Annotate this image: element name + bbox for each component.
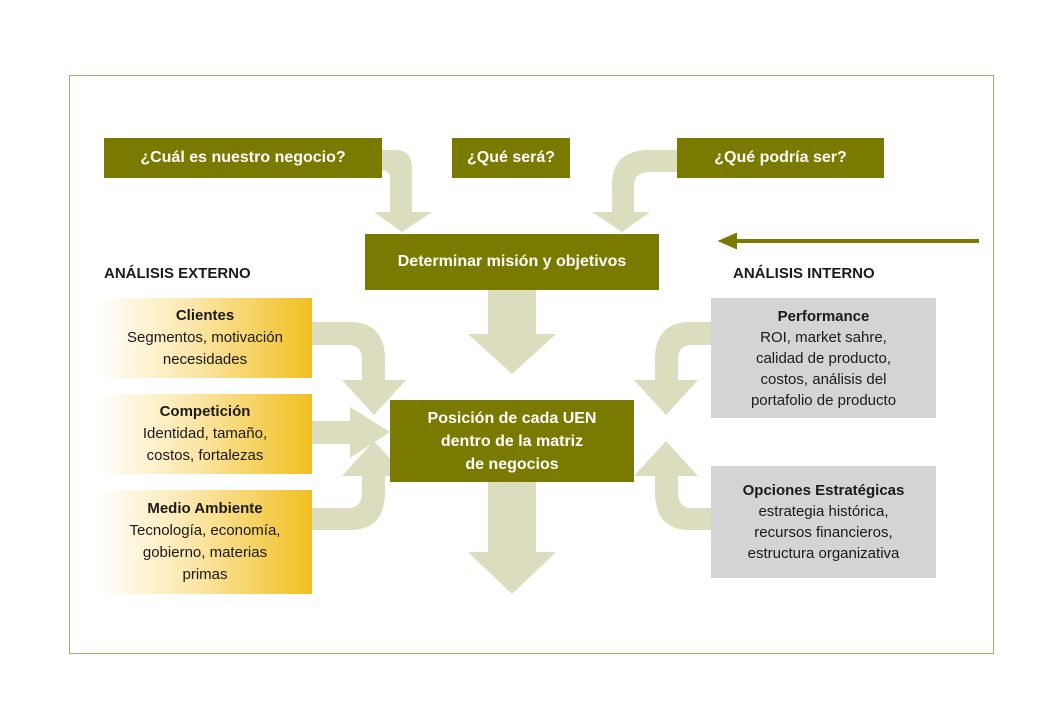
position-line-2: dentro de la matriz xyxy=(440,432,584,450)
arrow-question-to-mission-left xyxy=(374,150,432,232)
position-box: Posición de cada UEN dentro de la matriz… xyxy=(390,400,634,482)
arrow-opciones-to-position xyxy=(634,441,711,530)
arrow-competicion-to-position xyxy=(312,407,390,458)
internal-item-line: ROI, market sahre, xyxy=(760,328,887,346)
feedback-arrow xyxy=(717,232,979,250)
external-item-medio-ambiente: Medio Ambiente Tecnología, economía, gob… xyxy=(98,490,312,594)
external-item-line: Segmentos, motivación xyxy=(127,329,283,346)
external-item-title: Clientes xyxy=(175,307,235,324)
internal-item-line: recursos financieros, xyxy=(754,524,893,541)
external-item-title: Competición xyxy=(159,403,251,420)
arrow-medio-ambiente-to-position xyxy=(312,441,406,530)
internal-item-line: estructura organizativa xyxy=(747,545,900,562)
internal-item-title: Opciones Estratégicas xyxy=(742,482,905,499)
arrow-mission-to-position xyxy=(468,290,556,374)
question-what-will-be: ¿Qué será? xyxy=(452,138,570,178)
internal-item-title: Performance xyxy=(777,307,870,325)
internal-item-line: portafolio de producto xyxy=(750,391,897,409)
mission-box-text: Determinar misión y objetivos xyxy=(397,253,627,270)
diagram-frame xyxy=(69,75,994,654)
external-item-line: costos, fortalezas xyxy=(146,447,264,464)
external-item-line: gobierno, materias xyxy=(142,544,268,561)
external-item-title: Medio Ambiente xyxy=(147,500,263,517)
mission-box: Determinar misión y objetivos xyxy=(365,234,659,290)
question-what-could-be: ¿Qué podría ser? xyxy=(677,138,884,178)
position-line-1: Posición de cada UEN xyxy=(427,409,597,427)
internal-analysis-heading: ANÁLISIS INTERNO xyxy=(733,265,875,282)
question-what-will-be-text: ¿Qué será? xyxy=(466,149,556,166)
internal-item-opciones-estrategicas: Opciones Estratégicas estrategia históri… xyxy=(711,466,936,578)
external-analysis-heading: ANÁLISIS EXTERNO xyxy=(104,265,251,282)
external-item-line: Tecnología, economía, xyxy=(129,522,281,539)
external-item-clientes: Clientes Segmentos, motivación necesidad… xyxy=(98,298,312,378)
internal-item-line: costos, análisis del xyxy=(760,370,887,388)
arrow-clientes-to-position xyxy=(312,322,406,415)
external-item-line: necesidades xyxy=(162,351,248,368)
external-item-line: primas xyxy=(182,566,228,583)
internal-item-performance: Performance ROI, market sahre, calidad d… xyxy=(711,298,936,418)
arrow-question-to-mission-right xyxy=(592,150,677,232)
internal-item-line: estrategia histórica, xyxy=(758,503,889,520)
question-what-could-be-text: ¿Qué podría ser? xyxy=(714,149,847,166)
arrow-performance-to-position xyxy=(634,322,711,415)
external-item-line: Identidad, tamaño, xyxy=(142,425,268,442)
question-current-business: ¿Cuál es nuestro negocio? xyxy=(104,138,382,178)
arrow-position-output xyxy=(468,482,556,594)
external-item-competicion: Competición Identidad, tamaño, costos, f… xyxy=(98,394,312,474)
position-line-3: de negocios xyxy=(465,455,559,473)
question-current-business-text: ¿Cuál es nuestro negocio? xyxy=(140,149,346,166)
internal-item-line: calidad de producto, xyxy=(755,349,892,367)
